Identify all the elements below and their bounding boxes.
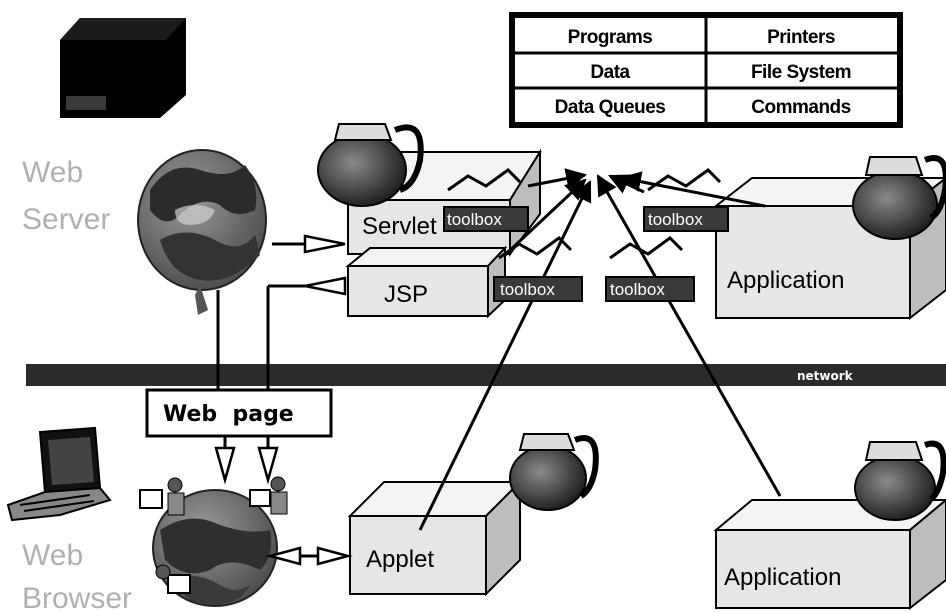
laptop-icon xyxy=(6,426,112,522)
application-bottom-label: Application xyxy=(724,564,841,591)
web-page-down-arrows xyxy=(214,436,279,485)
web-page-label: Web page xyxy=(163,402,294,427)
browser-applet-arrow xyxy=(265,546,353,566)
table-cell-commands: Commands xyxy=(751,97,850,118)
server-to-servlet-arrow xyxy=(303,234,346,254)
application-bottom-box: Application xyxy=(713,498,946,611)
toolbox-icon: toolbox xyxy=(493,236,583,302)
applet-box: Applet xyxy=(347,479,523,597)
table-cell-data: Data xyxy=(590,62,630,83)
toolbox-label: toolbox xyxy=(610,280,665,299)
jsp-to-server-arrow xyxy=(304,276,347,296)
table-cell-data-queues: Data Queues xyxy=(555,97,666,118)
toolbox-label: toolbox xyxy=(500,280,555,299)
network-bar: network xyxy=(26,364,946,386)
servlet-label: Servlet xyxy=(362,213,437,240)
table-cell-programs: Programs xyxy=(568,27,653,48)
network-label: network xyxy=(797,369,854,383)
table-cell-file-system: File System xyxy=(751,62,851,83)
applet-label: Applet xyxy=(366,546,434,573)
toolbox-icon: toolbox xyxy=(643,168,729,232)
browser-globe-icon xyxy=(152,489,278,607)
web-browser-label-line2: Browser xyxy=(22,582,132,613)
java-coffee-pot-icon xyxy=(854,440,946,521)
server-computer-icon xyxy=(60,18,186,118)
application-top-label: Application xyxy=(727,267,844,294)
jsp-box: JSP xyxy=(345,245,508,319)
web-server-label-line1: Web xyxy=(22,156,83,189)
jsp-label: JSP xyxy=(384,281,428,308)
server-globe-icon xyxy=(137,149,267,315)
web-browser-label-line1: Web xyxy=(22,539,83,572)
java-coffee-pot-icon xyxy=(317,123,424,207)
web-server-label-line2: Server xyxy=(22,203,110,236)
table-cell-printers: Printers xyxy=(767,27,835,48)
web-page-box: Web page xyxy=(145,388,333,438)
resources-table: Programs Printers Data File System Data … xyxy=(509,12,903,128)
web-browser-label: Web Browser xyxy=(22,539,132,613)
toolbox-icon: toolbox xyxy=(443,168,529,232)
toolbox-icon: toolbox xyxy=(605,236,695,302)
server-connection-lines xyxy=(216,242,305,390)
web-server-label: Web Server xyxy=(22,156,110,236)
toolbox-label: toolbox xyxy=(648,210,703,229)
java-coffee-pot-icon xyxy=(852,155,946,240)
toolbox-label: toolbox xyxy=(447,210,502,229)
java-coffee-pot-icon xyxy=(509,433,599,511)
user-workstation-icon xyxy=(139,476,288,594)
